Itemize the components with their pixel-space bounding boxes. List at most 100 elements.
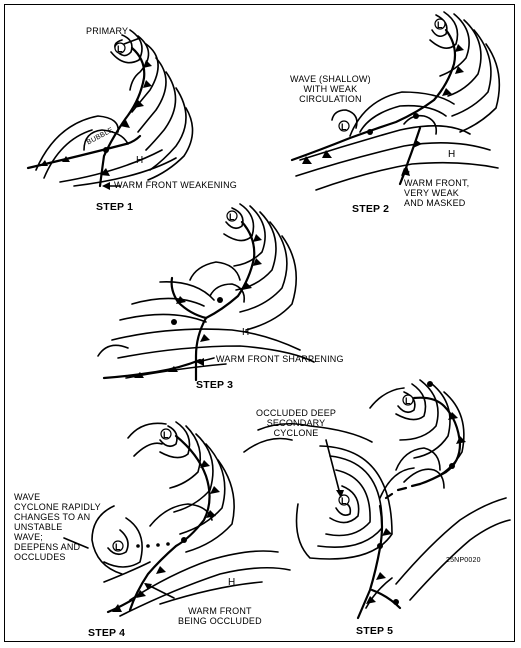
front-symbol (156, 543, 160, 547)
front-symbol (112, 604, 122, 612)
front-symbol (103, 147, 109, 153)
isobar (119, 313, 207, 323)
front-symbol (376, 572, 386, 580)
isobar (103, 561, 151, 583)
isobar (169, 425, 202, 489)
isobar (73, 157, 177, 187)
step2-panel: L L (290, 11, 501, 191)
front-symbol (448, 412, 458, 420)
step1-warm-front (26, 134, 142, 170)
step1-primary-label: PRIMARY (86, 26, 129, 36)
front-symbol (143, 60, 152, 68)
isobar (35, 115, 119, 171)
step5-cyclone-label: OCCLUDED DEEP SECONDARY CYCLONE (256, 408, 337, 438)
step3-cold-front (194, 220, 256, 382)
isobar (159, 425, 178, 448)
isobar (107, 529, 129, 556)
front-symbol (40, 160, 48, 166)
step2-lows: L L (338, 18, 446, 132)
front-symbol (120, 120, 130, 128)
isobar (245, 235, 298, 331)
isobar (459, 43, 501, 133)
step3-isobars (97, 203, 315, 379)
isobar (295, 142, 491, 177)
front-symbol (136, 590, 146, 598)
isobar (209, 283, 246, 303)
front-symbol (166, 542, 170, 546)
isobar (395, 447, 441, 471)
step2-warm-front-label: WARM FRONT, VERY WEAK AND MASKED (404, 178, 470, 208)
step1-high-label: H (136, 155, 144, 166)
isobar (299, 125, 471, 161)
step3-low: L (226, 210, 238, 222)
annotation-arrows (63, 37, 410, 599)
isobar (331, 109, 358, 129)
isobar (145, 71, 177, 151)
arrowhead (336, 490, 344, 498)
svg-text:L: L (405, 396, 411, 406)
step5-trough (384, 482, 422, 500)
isobar (159, 581, 263, 605)
isobar (403, 114, 438, 135)
front-symbol (382, 528, 392, 536)
isobar (149, 503, 213, 527)
step1-panel: L (26, 29, 194, 188)
figure-code: 25NP0020 (446, 557, 481, 564)
isobar (239, 221, 288, 313)
arrow (63, 537, 89, 549)
step2-high-label: H (448, 149, 456, 160)
isobar (451, 29, 492, 117)
isobar (379, 467, 415, 499)
step1-cold-front (98, 46, 146, 188)
isobar (129, 550, 279, 601)
front-symbol (393, 599, 399, 605)
isobar (399, 379, 439, 441)
arrowhead (196, 358, 204, 366)
isobar (159, 281, 215, 301)
isobar (349, 91, 455, 137)
arrow (325, 439, 341, 495)
step5-panel: L L (243, 379, 511, 620)
arrowhead (102, 182, 110, 190)
front-symbol (377, 543, 383, 549)
front-symbol (455, 66, 464, 74)
isobar (185, 459, 235, 553)
isobar (409, 519, 511, 601)
isobar (119, 566, 291, 617)
step1-isobars (35, 29, 194, 187)
front-symbol (302, 156, 312, 164)
isobar (257, 422, 373, 443)
svg-text:L: L (117, 44, 123, 54)
front-symbol (134, 100, 144, 108)
isobar (117, 345, 315, 363)
step2-wave-label: WAVE (SHALLOW) WITH WEAK CIRCULATION (290, 74, 371, 104)
step5-cold-front-south (356, 504, 384, 620)
front-symbol (176, 296, 186, 304)
step2-cold-front (290, 28, 457, 162)
step5-lows: L L (338, 394, 414, 506)
isobar (103, 517, 143, 568)
isobar (395, 383, 427, 421)
step1-primary-low: L (114, 42, 126, 54)
step5-title: STEP 5 (356, 625, 394, 637)
isobar (315, 161, 499, 191)
step5-cold-front-north (412, 396, 462, 486)
step3-title: STEP 3 (196, 379, 234, 391)
step2-isobars (295, 11, 501, 191)
isobar (413, 383, 451, 459)
arrow (145, 583, 175, 599)
front-symbol (442, 88, 452, 96)
isobar (97, 344, 129, 357)
step1-title: STEP 1 (96, 201, 134, 213)
isobar (129, 35, 150, 91)
isobar (159, 421, 191, 459)
step3-high-label: H (242, 327, 250, 338)
isobar (91, 505, 123, 575)
isobar (149, 87, 187, 171)
step4-warm-front-label: WARM FRONT BEING OCCLUDED (178, 606, 262, 626)
step4-wave-label: WAVE CYCLONE RAPIDLY CHANGES TO AN UNSTA… (14, 492, 101, 562)
isobar (447, 19, 482, 97)
front-symbol (322, 150, 332, 158)
isobar (439, 13, 470, 77)
